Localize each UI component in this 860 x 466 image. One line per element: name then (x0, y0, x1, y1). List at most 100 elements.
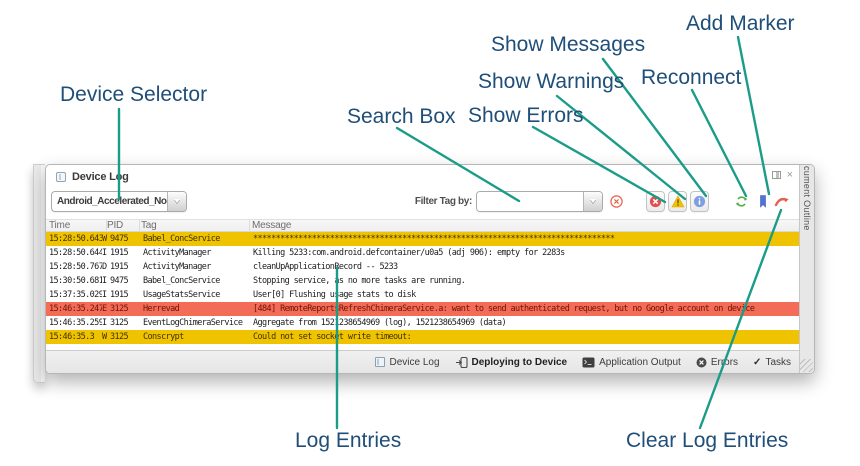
clear-filter-icon[interactable] (609, 194, 624, 209)
application-output-icon (582, 357, 595, 367)
log-message: [484] RemoteReportsRefreshChimeraService… (253, 304, 755, 314)
statusbar-label: Errors (710, 356, 739, 368)
annotation-device-selector: Device Selector (60, 83, 208, 106)
log-pid: 3125 (110, 304, 129, 314)
toolbar: Android_Accelerated_Nougat Filter Tag by… (46, 188, 799, 214)
device-selector-value: Android_Accelerated_Nougat (57, 195, 167, 207)
log-pid: 9475 (110, 234, 129, 244)
device-log-pad-icon (56, 171, 66, 182)
log-pid: 1915 (110, 262, 129, 272)
device-selector-dropdown[interactable]: Android_Accelerated_Nougat (51, 190, 187, 212)
pad-header: Device Log × (46, 165, 799, 188)
background-window-edge (33, 164, 45, 383)
log-message: Killing 5233:com.android.defcontainer/u0… (253, 248, 565, 258)
log-time: 15:28:50.767 (49, 262, 102, 272)
resize-grip[interactable] (800, 359, 813, 372)
annotation-search-box: Search Box (347, 105, 456, 128)
log-time: 15:37:35.029 (49, 290, 102, 300)
dock-window-icon[interactable] (771, 171, 781, 179)
statusbar-errors[interactable]: Errors (696, 357, 738, 368)
reconnect-button[interactable] (734, 194, 749, 209)
log-time: 15:46:35.247 (49, 304, 102, 314)
marker-flag-icon (760, 194, 766, 208)
warning-triangle-icon (670, 194, 685, 207)
log-level: D (102, 262, 107, 272)
clear-log-icon (774, 197, 789, 206)
log-pid: 3125 (110, 318, 129, 328)
clear-log-button[interactable] (774, 194, 790, 209)
annotation-show-warnings: Show Warnings (478, 70, 625, 93)
status-bar: Device Log Deploying to Device Appl (46, 350, 799, 373)
device-log-panel: Device Log × Android_Accelerated_Nougat … (45, 164, 815, 374)
annotation-add-marker: Add Marker (686, 12, 795, 35)
log-tag: Conscrypt (143, 332, 184, 342)
log-message: Could not set socket write timeout: (253, 332, 412, 342)
device-log-pad-icon (375, 357, 386, 367)
column-header-time: Time (46, 219, 107, 232)
log-level: W (102, 234, 107, 244)
log-message: ****************************************… (253, 234, 615, 244)
annotation-reconnect: Reconnect (641, 66, 742, 89)
log-message: cleanUpApplicationRecord -- 5233 (253, 262, 398, 272)
show-warnings-button[interactable] (668, 190, 687, 212)
tasks-check-icon: ✓ (753, 356, 762, 368)
show-errors-button[interactable] (646, 190, 665, 212)
log-pid: 9475 (110, 276, 129, 286)
log-time: 15:28:50.644 (49, 248, 102, 258)
statusbar-application-output[interactable]: Application Output (582, 357, 681, 368)
log-level: I (102, 276, 107, 286)
log-pid: 3125 (110, 332, 129, 342)
log-time: 15:28:50.643 (49, 234, 102, 244)
statusbar-tasks[interactable]: ✓ Tasks (753, 357, 791, 368)
statusbar-label: Deploying to Device (471, 356, 568, 368)
log-tag: Babel_ConcService (143, 276, 220, 286)
statusbar-label: Tasks (765, 356, 791, 368)
log-tag: Herrevad (143, 304, 180, 314)
filter-search-input[interactable] (477, 191, 583, 211)
log-tag: ActivityManager (143, 248, 211, 258)
statusbar-deploying-to-device[interactable]: Deploying to Device (455, 356, 568, 369)
log-level: I (102, 318, 107, 328)
log-level: E (102, 304, 107, 314)
log-time: 15:46:35.3 (49, 332, 95, 342)
log-message: Aggregate from 1521238654969 (log), 1521… (253, 318, 507, 328)
log-tag: ActivityManager (143, 262, 211, 272)
log-tag: UsageStatsService (143, 290, 220, 300)
log-time: 15:46:35.259 (49, 318, 102, 328)
filter-search-box[interactable] (476, 190, 603, 212)
log-time: 15:30:50.681 (49, 276, 102, 286)
error-circle-icon (649, 195, 662, 207)
show-messages-button[interactable] (690, 190, 709, 212)
log-pid: 1915 (110, 248, 129, 258)
log-message: User[0] Flushing usage stats to disk (253, 290, 416, 300)
info-circle-icon (693, 195, 706, 207)
log-level: W (102, 332, 107, 342)
document-outline-tab[interactable]: cument Outline (799, 165, 814, 373)
column-header-pid: PID (107, 219, 140, 232)
log-level: I (102, 290, 107, 300)
annotation-show-messages: Show Messages (491, 33, 646, 56)
column-header-message: Message (252, 219, 292, 231)
annotation-show-errors: Show Errors (468, 104, 584, 127)
statusbar-label: Application Output (599, 356, 681, 368)
close-icon[interactable]: × (786, 169, 793, 181)
column-header-tag: Tag (140, 219, 250, 232)
add-marker-button[interactable] (758, 194, 768, 209)
filter-history-arrow[interactable] (583, 191, 602, 211)
annotation-log-entries: Log Entries (295, 429, 402, 452)
log-tag: Babel_ConcService (143, 234, 220, 244)
statusbar-device-log[interactable]: Device Log (375, 357, 440, 368)
document-outline-label: cument Outline (802, 166, 812, 231)
log-level: I (102, 248, 107, 258)
device-selector-arrow[interactable] (167, 191, 186, 211)
